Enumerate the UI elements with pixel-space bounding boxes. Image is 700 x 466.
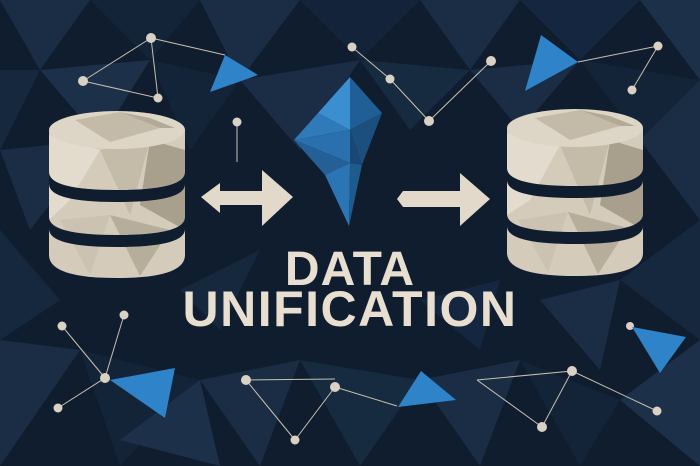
crystal-icon — [294, 77, 382, 226]
database-icon-left — [49, 111, 185, 278]
network-top-center — [236, 46, 492, 162]
blue-triangle-bottom-right — [632, 327, 686, 373]
network-bottom-left — [57, 314, 125, 409]
right-arrow-icon — [397, 173, 490, 226]
title-line-2: UNIFICATION — [182, 281, 518, 337]
network-top-right — [577, 45, 659, 91]
blue-triangle-top-left — [210, 55, 258, 92]
network-nodes-bottom-right — [537, 322, 662, 432]
network-nodes-bottom-center — [241, 375, 340, 445]
database-icon-right — [507, 109, 643, 276]
network-nodes-top-right — [627, 41, 663, 95]
title-line-1: DATA — [284, 243, 416, 296]
network-nodes-bottom-left — [53, 310, 129, 413]
blue-triangle-bottom-left — [110, 368, 175, 418]
network-bottom-right — [476, 370, 658, 428]
network-bottom-center — [245, 378, 398, 441]
blue-triangle-bottom-center — [398, 371, 456, 407]
network-nodes-top-center — [232, 42, 496, 127]
network-top-left — [82, 37, 226, 99]
network-nodes-top-left — [78, 33, 163, 103]
blue-triangle-top-right — [525, 35, 578, 91]
double-arrow-icon — [201, 170, 293, 226]
